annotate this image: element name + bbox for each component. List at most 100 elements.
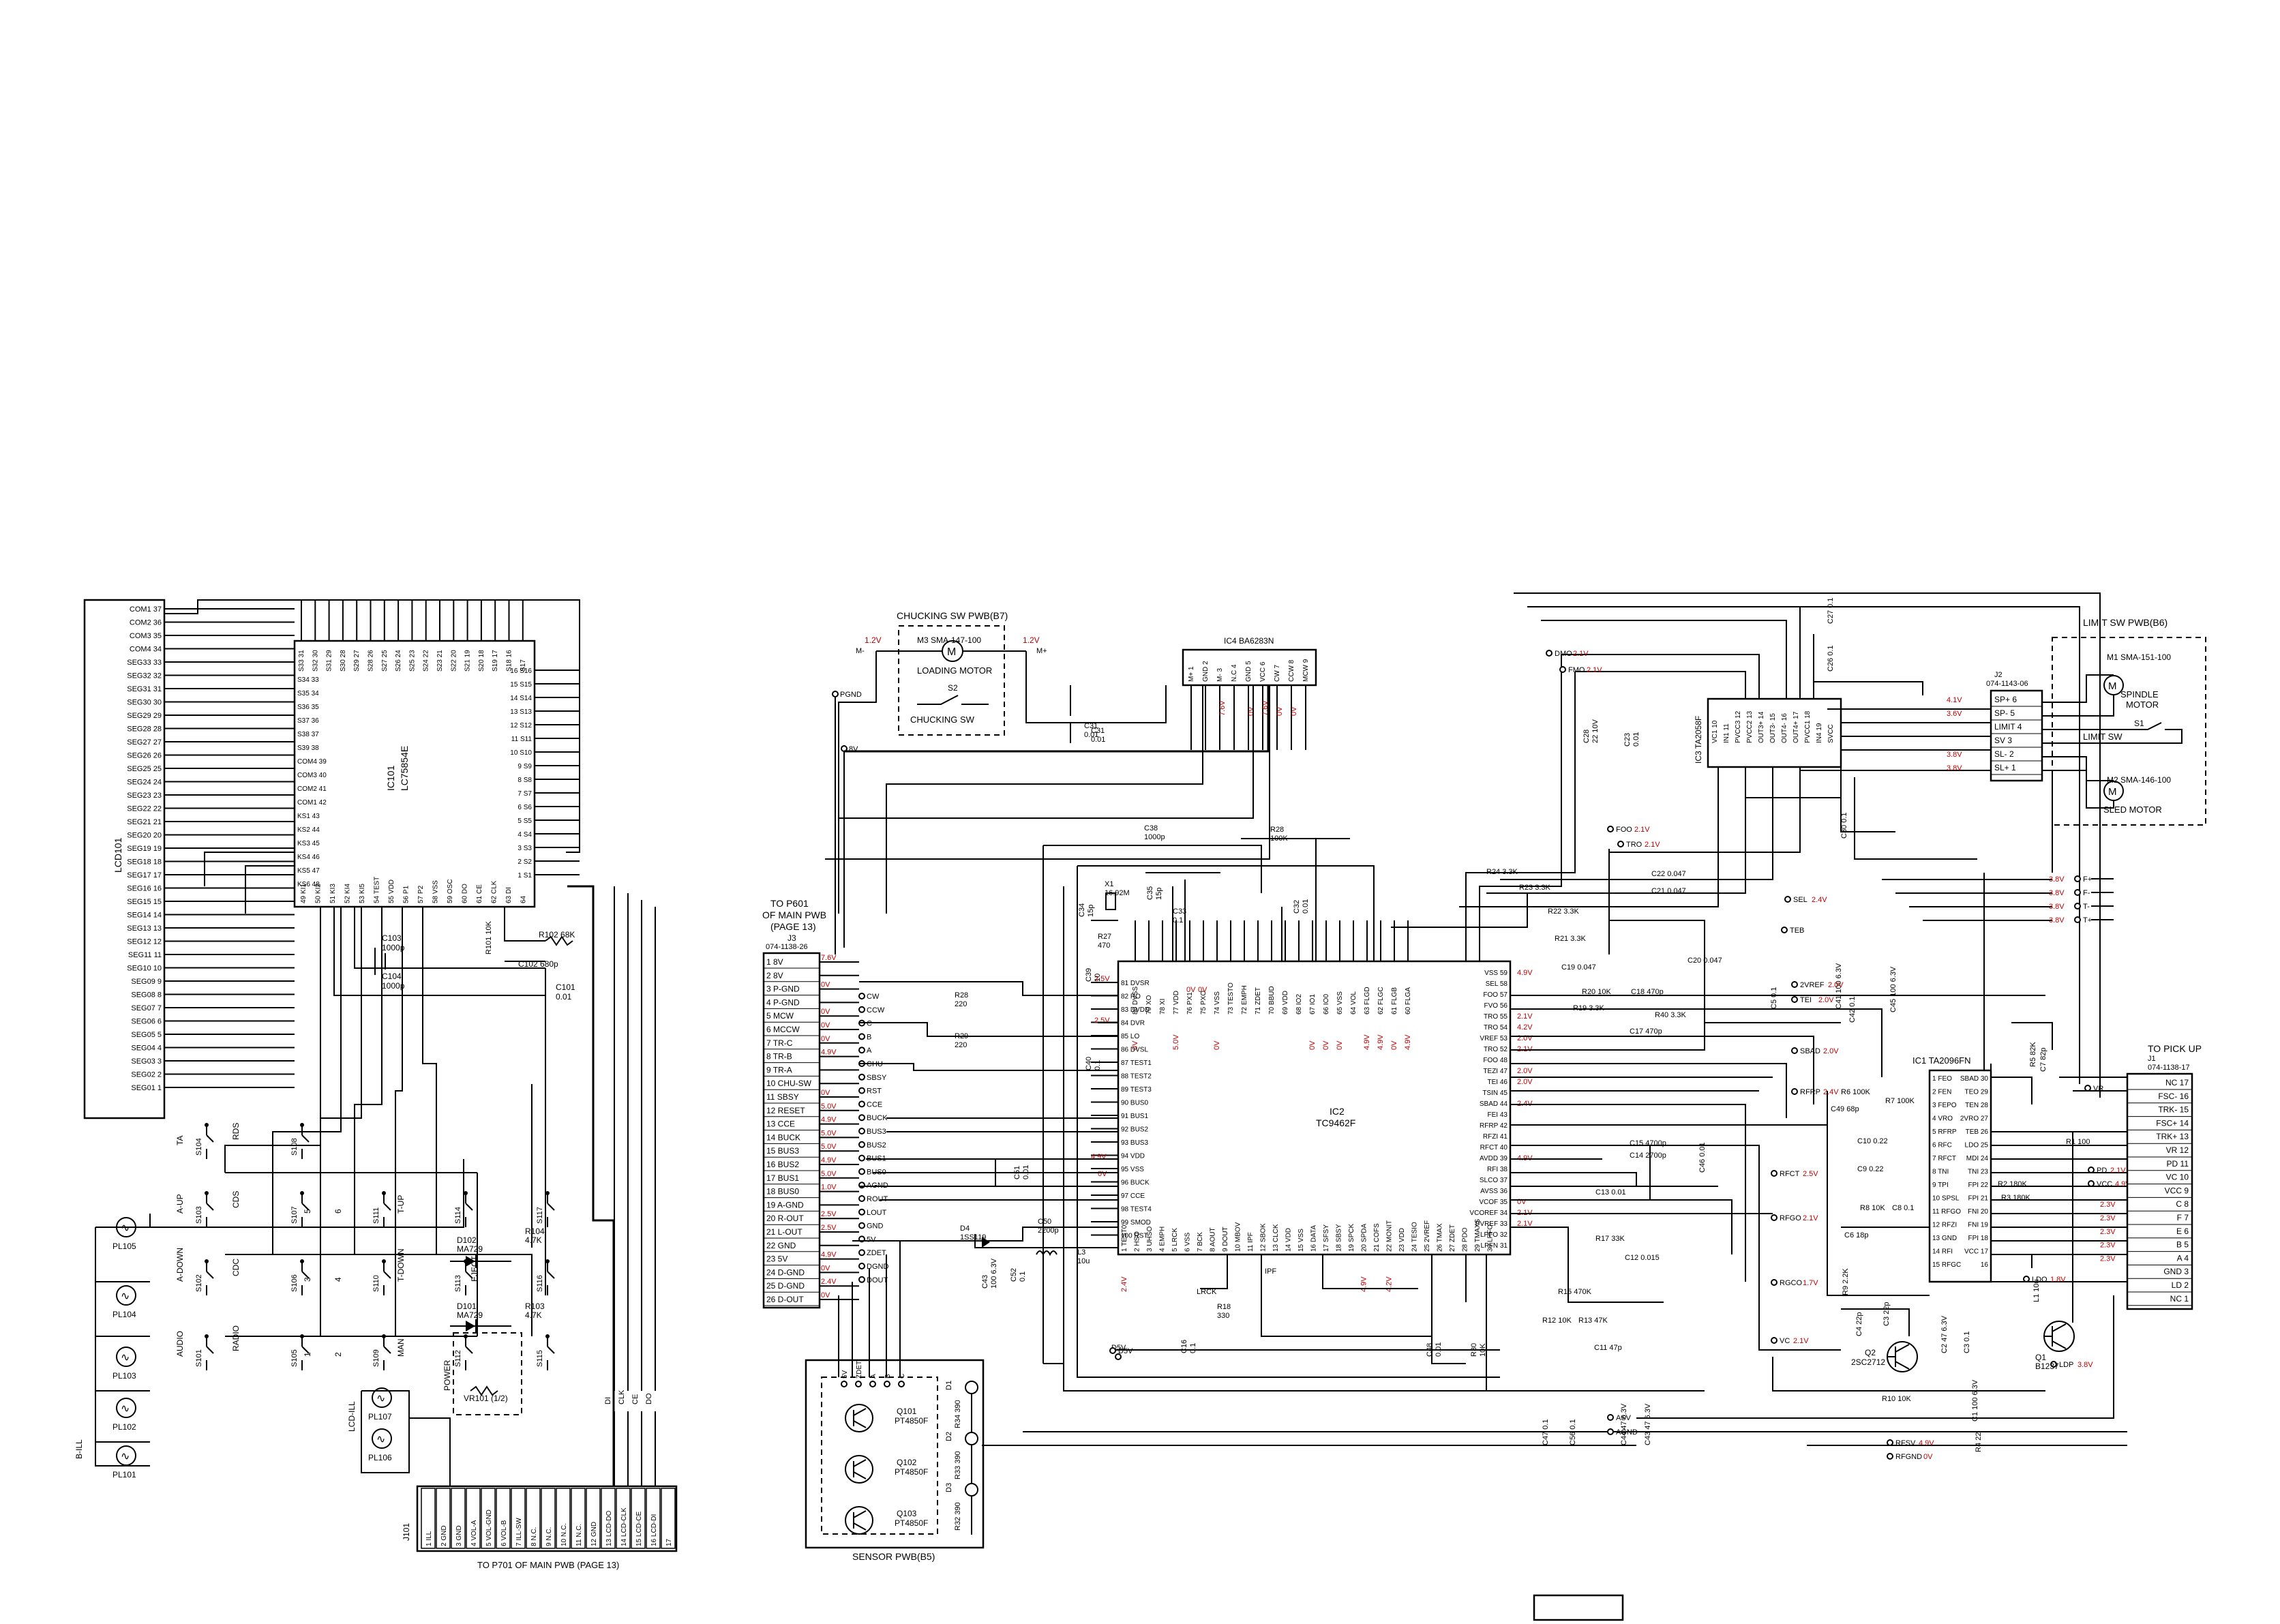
ic2-top-pin: 68 IO2 (1295, 994, 1303, 1014)
j3-pin-label: 12 RESET (766, 1106, 805, 1115)
servo-part-label: C10 0.22 (1857, 1137, 1888, 1145)
key-switch-ref: S109 (372, 1349, 380, 1367)
m-minus-pin: M- (856, 647, 865, 655)
led-icon (965, 1432, 978, 1445)
wire (465, 1346, 473, 1354)
ic101-right-pin: 5 S5 (518, 817, 532, 825)
net-name: TEI (1800, 996, 1812, 1004)
ic2-part-ref: C48 (1426, 1343, 1434, 1357)
ic1-left-pin: 1 FEO (1932, 1075, 1952, 1083)
net-voltage: 3.8V (2078, 1361, 2093, 1369)
sensor-pin-node (841, 1381, 847, 1387)
j3-pin-voltage: 2.5V (821, 1210, 837, 1218)
j3-net-label: DOUT (867, 1276, 888, 1284)
lcd-pin-label: SEG33 33 (127, 659, 162, 667)
key-name-label: MAN (396, 1338, 406, 1357)
lcd-pin-label: SEG24 24 (127, 779, 162, 787)
wire (383, 1346, 391, 1354)
ic2-part-ref: C51 (1013, 1166, 1021, 1179)
ic2-bottom-pin: 20 SPDA (1361, 1224, 1368, 1252)
j3-pin-label: 8 TR-B (766, 1052, 792, 1062)
junction (382, 1191, 386, 1195)
ic2-part-ref: R28 (1270, 826, 1284, 834)
j3-pin-label: 19 A-GND (766, 1200, 804, 1209)
ic1-left-pin: 5 RFRP (1932, 1128, 1957, 1136)
ic2-part-value: 0.01 (1632, 732, 1640, 747)
j3-pin-label: 3 P-GND (766, 984, 800, 994)
j3-pin-label: 14 BUCK (766, 1132, 800, 1142)
key-group-label: A-DOWN (175, 1248, 185, 1282)
led-icon (965, 1381, 978, 1394)
ic2-right-voltage: 2.0V (1517, 1078, 1533, 1086)
ic2-left-pin: 90 BUS0 (1121, 1100, 1148, 1107)
key-name-label: 4 (333, 1277, 343, 1282)
lcd-pin-label: SEG20 20 (127, 832, 162, 840)
coil-net-voltage: 3.8V (2049, 903, 2065, 911)
d102-ref: D102 (457, 1235, 477, 1245)
servo-part-label: C42 0.1 (1848, 996, 1857, 1023)
ic101-left-pin: S37 36 (297, 717, 319, 725)
j3-pin-voltage: 2.5V (821, 1224, 837, 1232)
servo-part-label: C5 0.1 (1770, 987, 1778, 1009)
ic101-bottom-pin: 55 VDD (388, 879, 395, 903)
q2-part: 2SC2712 (1851, 1357, 1885, 1367)
ic2-part-ref: R27 (1098, 933, 1111, 941)
servo-part-label: R4 22 (1975, 1432, 1983, 1452)
net-voltage: 2.1V (1803, 1214, 1818, 1222)
key-switch-ref: S105 (290, 1349, 299, 1367)
ic2-right-pin: FOO 48 (1483, 1057, 1508, 1064)
j101-pin-label: 4 VOL-A (470, 1520, 478, 1546)
key-switch-ref: S103 (195, 1206, 203, 1224)
net-voltage: 4.9V (1919, 1439, 1934, 1447)
led-icon (965, 1483, 978, 1497)
ic2-part-value: 10 (1094, 974, 1102, 982)
j3-pin-label: 15 BUS3 (766, 1146, 799, 1156)
limit-sw-pwb: LIMIT SW PWB(B6) J2 074-1143-06 SP+ 64.1… (1947, 617, 2206, 826)
ic2-top-pin: 69 VDD (1282, 991, 1289, 1014)
ic2-right-pin: RFI 38 (1487, 1166, 1508, 1173)
ic1-right-pin: VCC 17 (1964, 1248, 1988, 1256)
ic101-left-pin: KS5 47 (297, 867, 320, 875)
servo-part-label: R19 3.3K (1573, 1004, 1605, 1012)
ic2-left-pin: 81 DVSR (1121, 980, 1150, 987)
key-name-label: 6 (333, 1209, 343, 1214)
j101-pin-cell (661, 1488, 676, 1549)
ic2-part-ref: D4 (960, 1224, 970, 1233)
servo-part-label: C15 4700p (1630, 1139, 1666, 1147)
loading-motor-label: LOADING MOTOR (917, 665, 992, 676)
ic2-extra-voltage: 4.9V (1091, 1153, 1107, 1161)
net-voltage: 2.5V (1803, 1170, 1818, 1178)
j3-net-node (858, 1087, 865, 1094)
ic101-left-pin: S38 37 (297, 731, 319, 738)
j1-pin-label: C 8 (2176, 1199, 2189, 1209)
ic2-bottom-pin: 27 ZDET (1449, 1224, 1456, 1252)
j1-pin-label: VCC 9 (2165, 1186, 2189, 1195)
ic1-left-pin: 14 RFI (1932, 1248, 1953, 1256)
junction (300, 1123, 304, 1127)
j2-pin-label: SV 3 (1994, 736, 2012, 745)
ic2-right-voltage: 2.0V (1517, 1034, 1533, 1042)
j101-pin-cell (601, 1488, 616, 1549)
ic2-bottom-pin: 17 SFSY (1323, 1224, 1330, 1252)
lcd-pin-label: SEG28 28 (127, 725, 162, 734)
ic1-right-pin: FNI 20 (1968, 1208, 1988, 1216)
j2-pin-voltage: 4.1V (1947, 696, 1962, 704)
j3-net-label: CW (867, 993, 880, 1001)
ic2-part-value: 220 (955, 1041, 967, 1049)
net-voltage: 2.1V (1634, 826, 1650, 834)
j3-pin-voltage: 4.9V (821, 1156, 837, 1164)
ic2-bottom-pin: 30 LPFO (1487, 1224, 1495, 1252)
coil-net-node (2074, 916, 2081, 923)
chucking-sw-pwb: CHUCKING SW PWB(B7) M M3 SMA-147-100 LOA… (856, 610, 1047, 736)
chucking-sw-label: CHUCKING SW (910, 715, 975, 725)
ic2-top-pin: 63 FLGD (1364, 987, 1371, 1014)
ic2-right-pin: RFZI 41 (1483, 1133, 1508, 1141)
ic101-left-pin: KS1 43 (297, 813, 320, 820)
ic2-top-pin: 67 IO1 (1309, 994, 1317, 1014)
j101-pin-label: 13 LCD-DO (605, 1511, 613, 1546)
ic101-left-pin: S36 35 (297, 704, 319, 711)
j101-pin-label: 11 N.C. (575, 1524, 583, 1546)
ic101-top-pin: S26 24 (395, 650, 402, 672)
